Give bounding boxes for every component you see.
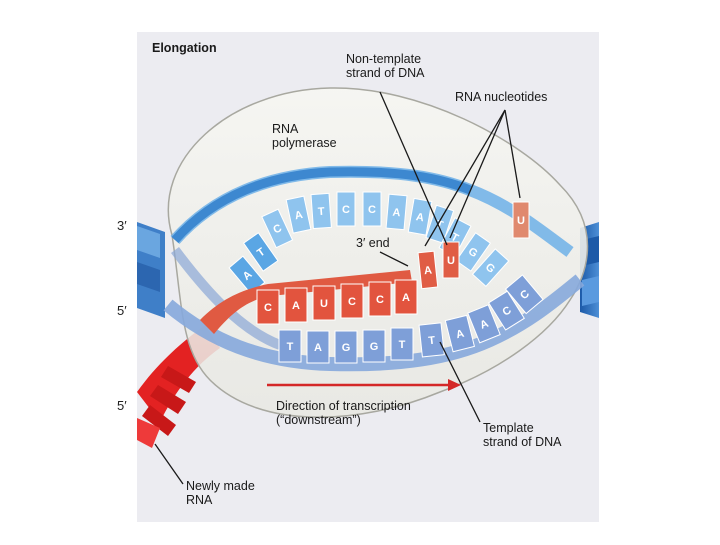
svg-text:A: A [455, 328, 466, 342]
template-base: G [362, 329, 386, 363]
svg-text:C: C [264, 302, 272, 314]
nontemplate-base: T [242, 232, 279, 272]
rna-base: C [256, 289, 280, 325]
svg-text:U: U [320, 298, 328, 310]
nontemplate-base: G [471, 248, 510, 287]
svg-text:A: A [415, 211, 425, 224]
svg-text:A: A [478, 318, 490, 332]
nontemplate-base: C [336, 191, 356, 227]
svg-text:T: T [317, 206, 325, 218]
svg-text:C: C [376, 294, 384, 306]
svg-text:T: T [434, 218, 444, 232]
nontemplate-base: A [407, 197, 433, 236]
rna-base: U [312, 285, 336, 321]
svg-text:A: A [402, 292, 410, 304]
rna-polymerase-label-line1: RNA [272, 122, 299, 136]
svg-text:C: C [342, 204, 350, 216]
template-base: C [504, 274, 544, 315]
nontemplate-base: C [261, 208, 294, 249]
rna-base: C [368, 281, 392, 317]
free-nucleotide: A [417, 250, 439, 290]
title: Elongation [152, 41, 217, 55]
template-label-line2: strand of DNA [483, 435, 562, 449]
three-prime-top-left: 3′ [117, 218, 127, 233]
template-base: T [278, 329, 302, 363]
direction-arrow [267, 379, 461, 391]
svg-text:T: T [449, 231, 461, 245]
five-prime-mid-left: 5′ [117, 303, 127, 318]
dna-left-stub [137, 222, 165, 318]
svg-text:G: G [370, 341, 379, 353]
template-base: A [467, 304, 501, 344]
template-base: T [418, 322, 445, 358]
leader-lines [154, 91, 521, 485]
nontemplate-base: G [455, 232, 492, 272]
nontemplate-label-line2: strand of DNA [346, 66, 425, 80]
rna-base: A [394, 279, 418, 315]
template-base: A [306, 330, 330, 364]
svg-text:T: T [399, 339, 406, 351]
template-base: T [390, 327, 414, 361]
svg-text:U: U [447, 255, 455, 267]
svg-text:U: U [517, 215, 525, 227]
newly-made-rna-label-line2: RNA [186, 493, 213, 507]
free-rna-nucleotides: A U U [417, 201, 530, 290]
svg-text:A: A [423, 265, 432, 278]
svg-text:C: C [348, 296, 356, 308]
svg-text:T: T [428, 335, 436, 348]
free-nucleotide: U [442, 241, 460, 279]
template-base: C [487, 290, 525, 331]
rna-base: C [340, 283, 364, 319]
five-prime-rna-left: 5′ [117, 398, 127, 413]
template-base: A [444, 314, 476, 353]
nontemplate-base: T [310, 192, 332, 230]
nontemplate-base: A [285, 195, 312, 234]
rna-polymerase-label-line2: polymerase [272, 136, 337, 150]
svg-text:T: T [287, 341, 294, 353]
rna-nucleotides-label: RNA nucleotides [455, 90, 548, 104]
rna-base: A [284, 287, 308, 323]
svg-text:C: C [368, 204, 376, 216]
free-nucleotide: U [512, 201, 530, 239]
svg-text:G: G [342, 342, 351, 354]
template-label-line1: Template [483, 421, 534, 435]
svg-text:A: A [392, 207, 401, 220]
svg-text:A: A [314, 342, 322, 354]
template-base: G [334, 330, 358, 364]
nontemplate-label-line1: Non-template [346, 52, 422, 66]
svg-text:A: A [294, 209, 304, 222]
newly-made-rna-label-line1: Newly made [186, 479, 255, 493]
nontemplate-base: A [385, 193, 408, 231]
nontemplate-base: C [362, 191, 382, 227]
direction-label-line1: Direction of transcription [276, 399, 411, 413]
three-prime-end-label: 3′ end [356, 236, 390, 250]
svg-text:A: A [292, 300, 300, 312]
direction-label-line2: (“downstream”) [276, 413, 361, 427]
